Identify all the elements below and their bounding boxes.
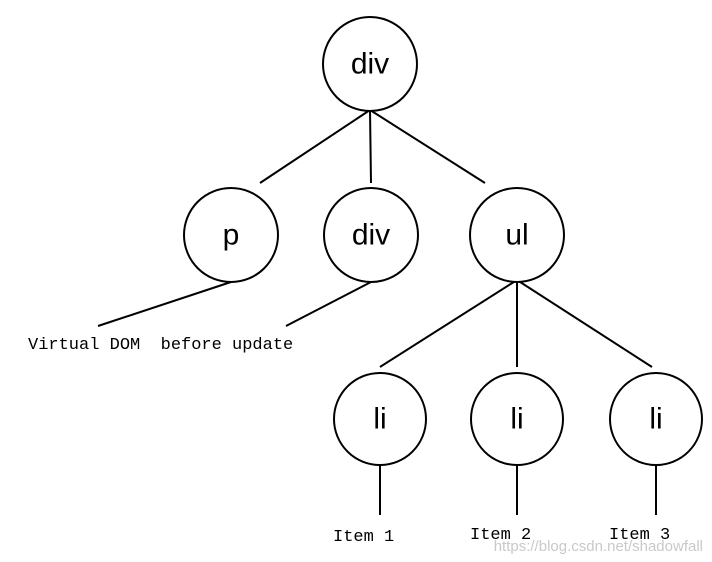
node-ul: ul — [469, 187, 565, 283]
node-li-1: li — [333, 372, 427, 466]
edge-ul-li3 — [516, 279, 653, 368]
node-ul-label: ul — [505, 219, 528, 252]
node-root-div-label: div — [351, 48, 389, 81]
edge-root-div — [369, 109, 372, 184]
edge-div-caption — [285, 281, 372, 327]
node-root-div: div — [322, 16, 418, 112]
edge-root-ul — [369, 109, 486, 184]
caption-virtual-dom-before-update: Virtual DOM before update — [28, 336, 293, 355]
node-child-div: div — [323, 187, 419, 283]
edge-p-caption — [97, 281, 232, 327]
node-p: p — [183, 187, 279, 283]
node-li-3-label: li — [649, 403, 662, 436]
item-label-2: Item 2 — [470, 526, 531, 545]
node-child-div-label: div — [352, 219, 390, 252]
node-li-2: li — [470, 372, 564, 466]
node-li-2-label: li — [510, 403, 523, 436]
edge-ul-li1 — [379, 279, 518, 368]
item-label-1: Item 1 — [333, 528, 394, 547]
node-li-1-label: li — [373, 403, 386, 436]
item-label-3: Item 3 — [609, 526, 670, 545]
node-li-3: li — [609, 372, 703, 466]
edge-root-p — [259, 109, 371, 184]
watermark-url: https://blog.csdn.net/shadowfall — [494, 538, 703, 555]
node-p-label: p — [223, 219, 240, 252]
